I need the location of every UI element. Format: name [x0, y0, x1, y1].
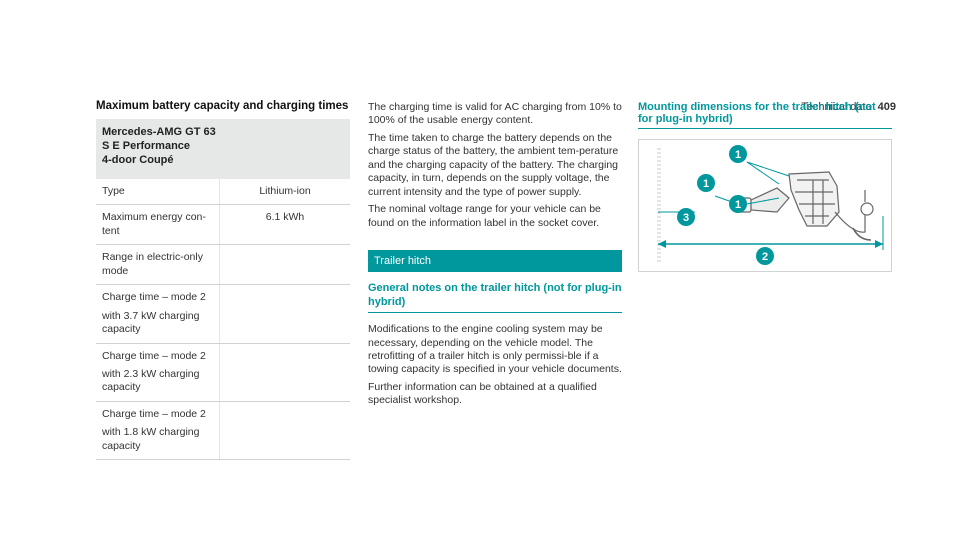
callout-3: 3 — [677, 208, 695, 226]
table-row: Type Lithium-ion — [96, 179, 350, 206]
battery-section-title: Maximum battery capacity and charging ti… — [96, 100, 349, 112]
row-label-text: with 1.8 kW charging capacity — [102, 426, 200, 452]
table-row: Range in electric-only mode — [96, 244, 350, 286]
row-label-text: Charge time – mode 2 — [102, 291, 206, 304]
charging-paragraph: The time taken to charge the battery dep… — [368, 131, 619, 198]
svg-text:3: 3 — [683, 212, 689, 224]
mounting-column: Mounting dimensions for the trailer hitc… — [638, 101, 892, 272]
row-label: Range in electric-only mode — [96, 244, 220, 286]
charging-paragraph: The charging time is valid for AC chargi… — [368, 101, 622, 127]
svg-text:1: 1 — [735, 149, 741, 161]
trailer-notes-subtitle: General notes on the trailer hitch (not … — [368, 281, 622, 314]
charging-paragraph: The nominal voltage range for your vehic… — [368, 203, 601, 229]
callout-2: 2 — [756, 247, 774, 265]
callout-1-bottom: 1 — [729, 195, 747, 213]
running-header: Technical data 409 — [801, 101, 896, 113]
svg-text:1: 1 — [735, 199, 741, 211]
row-label: Type — [96, 179, 220, 206]
battery-column: Maximum battery capacity and charging ti… — [96, 100, 350, 461]
row-label-text: Range in electric-only mode — [102, 251, 203, 277]
charging-column: The charging time is valid for AC chargi… — [368, 101, 622, 412]
page-number: 409 — [877, 101, 896, 113]
row-value — [219, 244, 350, 286]
section-name: Technical data — [801, 101, 872, 113]
tow-bar-drawing — [734, 171, 874, 241]
row-label-text: with 2.3 kW charging capacity — [102, 367, 200, 394]
row-label-text: Type — [102, 185, 125, 197]
mounting-title: Mounting dimensions for the trailer hitc… — [638, 101, 892, 129]
row-value: Lithium-ion — [219, 179, 350, 206]
callout-1-left: 1 — [697, 174, 715, 192]
row-label-text: Maximum energy con-tent — [102, 211, 206, 237]
table-row: Charge time – mode 2 with 2.3 kW chargin… — [96, 343, 350, 402]
trailer-paragraph: Further information can be obtained at a… — [368, 380, 597, 407]
row-label: Charge time – mode 2 with 1.8 kW chargin… — [96, 401, 220, 461]
row-label: Charge time – mode 2 with 3.7 kW chargin… — [96, 284, 220, 344]
table-row: Maximum energy con-tent 6.1 kWh — [96, 204, 350, 246]
trailer-hitch-heading: Trailer hitch — [368, 249, 622, 273]
callout-1-top: 1 — [729, 145, 747, 163]
row-label: Charge time – mode 2 with 2.3 kW chargin… — [96, 343, 220, 402]
row-value — [219, 284, 350, 344]
battery-spec-table: Mercedes-AMG GT 63 S E Performance 4-doo… — [96, 119, 350, 461]
row-label-text: Charge time – mode 2 — [102, 349, 206, 362]
model-line: Mercedes-AMG GT 63 — [102, 126, 216, 138]
table-row: Charge time – mode 2 with 1.8 kW chargin… — [96, 401, 350, 461]
model-line: S E Performance — [102, 140, 191, 153]
svg-text:2: 2 — [762, 251, 768, 263]
row-value: 6.1 kWh — [219, 204, 350, 246]
row-value — [219, 401, 350, 461]
table-row: Charge time – mode 2 with 3.7 kW chargin… — [96, 284, 350, 344]
trailer-hitch-diagram: 1 1 1 2 3 — [638, 139, 892, 272]
row-label-text: Charge time – mode 2 — [102, 407, 206, 420]
model-header: Mercedes-AMG GT 63 S E Performance 4-doo… — [96, 119, 350, 179]
row-label: Maximum energy con-tent — [96, 204, 220, 246]
row-value — [219, 343, 350, 402]
trailer-paragraph: Modifications to the engine cooling syst… — [368, 323, 622, 376]
svg-text:1: 1 — [703, 178, 709, 190]
hitch-illustration: 1 1 1 2 3 — [657, 145, 884, 265]
row-label-text: with 3.7 kW charging capacity — [102, 309, 200, 336]
model-line: 4-door Coupé — [102, 154, 174, 167]
